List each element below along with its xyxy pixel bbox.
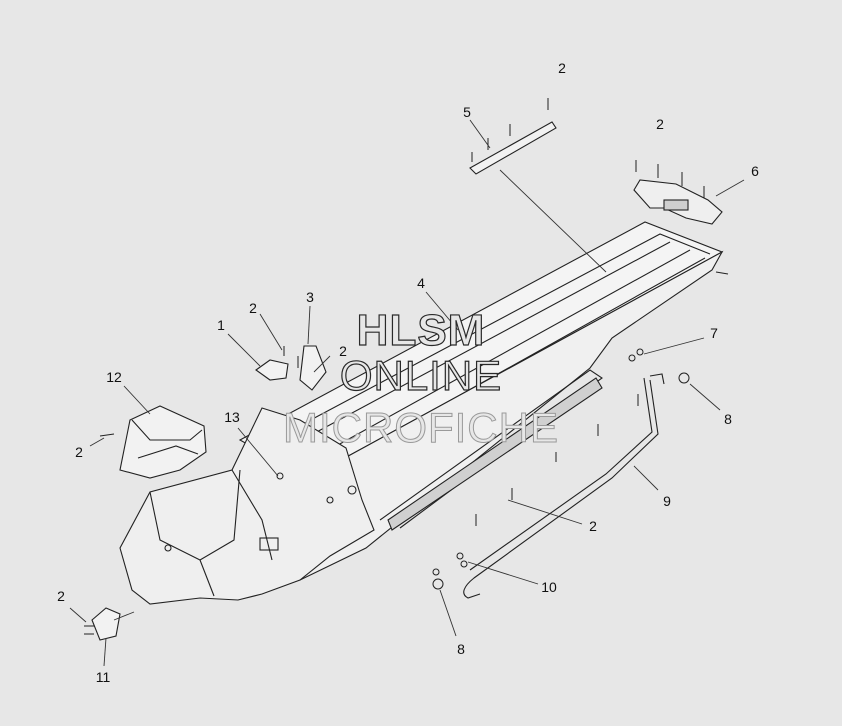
callout-11: 11 [95, 669, 111, 685]
bracket-part-1 [255, 359, 289, 381]
callout-8: 8 [724, 411, 732, 427]
callout-1: 1 [217, 317, 225, 333]
callout-2: 2 [339, 343, 347, 359]
leader-lines [69, 119, 745, 667]
callout-10: 10 [541, 579, 557, 595]
callout-2: 2 [589, 518, 597, 534]
rail-part-5 [469, 121, 557, 175]
callout-2: 2 [75, 444, 83, 460]
plate-part-11 [91, 607, 121, 641]
callout-4: 4 [417, 275, 425, 291]
fastener-markers [84, 98, 729, 635]
callout-8: 8 [457, 641, 465, 657]
callout-9: 9 [663, 493, 671, 509]
callout-13: 13 [224, 409, 240, 425]
callout-6: 6 [751, 163, 759, 179]
callout-5: 5 [463, 104, 471, 120]
tunnel-frame-part [238, 221, 724, 581]
callout-2: 2 [558, 60, 566, 76]
rear-bumper-part-6 [633, 179, 723, 225]
callout-3: 3 [306, 289, 314, 305]
bar-part-9 [463, 373, 665, 599]
bracket-part-12 [119, 405, 207, 479]
callout-2: 2 [57, 588, 65, 604]
callout-7: 7 [710, 325, 718, 341]
bracket-part-3 [299, 345, 327, 391]
callout-2: 2 [249, 300, 257, 316]
callout-12: 12 [106, 369, 122, 385]
callout-2: 2 [656, 116, 664, 132]
